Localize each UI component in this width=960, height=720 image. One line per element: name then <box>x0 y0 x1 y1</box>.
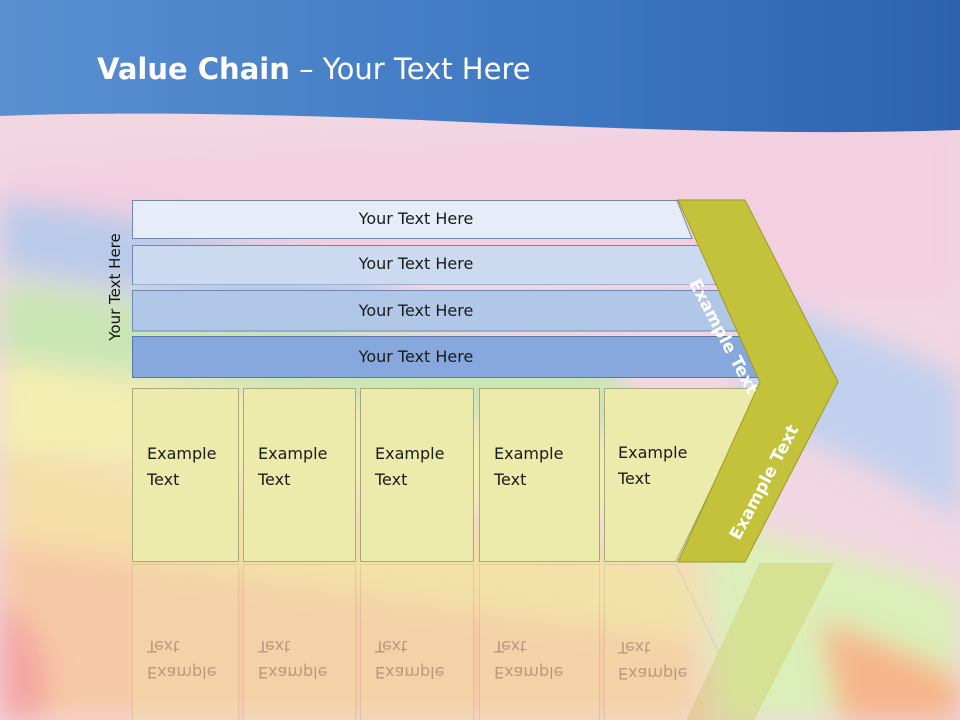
activity-box-4[interactable]: Example Text <box>479 388 600 562</box>
activity-box-5[interactable]: Example Text <box>604 388 764 568</box>
activity-box-1[interactable]: Example Text <box>132 388 239 562</box>
row-2-label: Your Text Here <box>358 254 474 273</box>
title-rest: – Your Text Here <box>289 52 531 86</box>
activity-box-1-label: Example Text <box>147 444 217 489</box>
title-bold: Value Chain <box>97 52 290 86</box>
activity-box-2-label: Example Text <box>258 444 328 489</box>
activity-box-2[interactable]: Example Text <box>243 388 356 562</box>
activity-box-3[interactable]: Example Text <box>360 388 474 562</box>
activity-box-4-label: Example Text <box>494 444 564 489</box>
activity-box-5-label: Example Text <box>618 443 688 488</box>
row-1-label: Your Text Here <box>358 209 474 228</box>
row-4-label: Your Text Here <box>358 347 474 366</box>
row-2-shape <box>132 245 717 285</box>
activity-box-5-shape <box>604 388 761 562</box>
activity-box-3-label: Example Text <box>375 444 445 489</box>
row-1-shape <box>132 200 693 239</box>
slide-title: Value Chain – Your Text Here <box>97 52 531 86</box>
row-3-label: Your Text Here <box>358 301 474 320</box>
